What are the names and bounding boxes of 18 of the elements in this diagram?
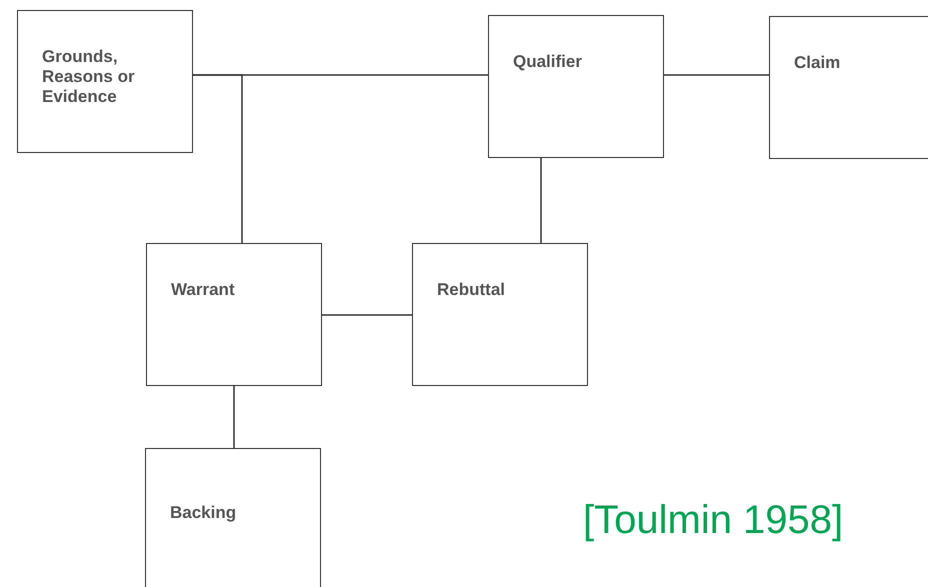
concept-box [146,243,322,386]
box-title: Grounds, Reasons or Evidence [42,47,136,107]
concept-box [769,16,928,159]
connector-line [664,74,769,76]
box-title: Warrant [171,280,236,300]
citation-note: [Toulmin 1958] [583,497,844,544]
concept-box [412,243,588,386]
concept-box [488,15,664,158]
box-title: Qualifier [513,52,583,72]
box-title: Backing [170,503,238,523]
concept-box [17,10,193,153]
box-title: Rebuttal [437,280,506,300]
connector-line [540,158,542,243]
connector-line [233,386,235,448]
concept-box [145,448,321,587]
connector-line [322,314,412,316]
connector-line [193,74,243,243]
box-title: Claim [794,53,842,73]
